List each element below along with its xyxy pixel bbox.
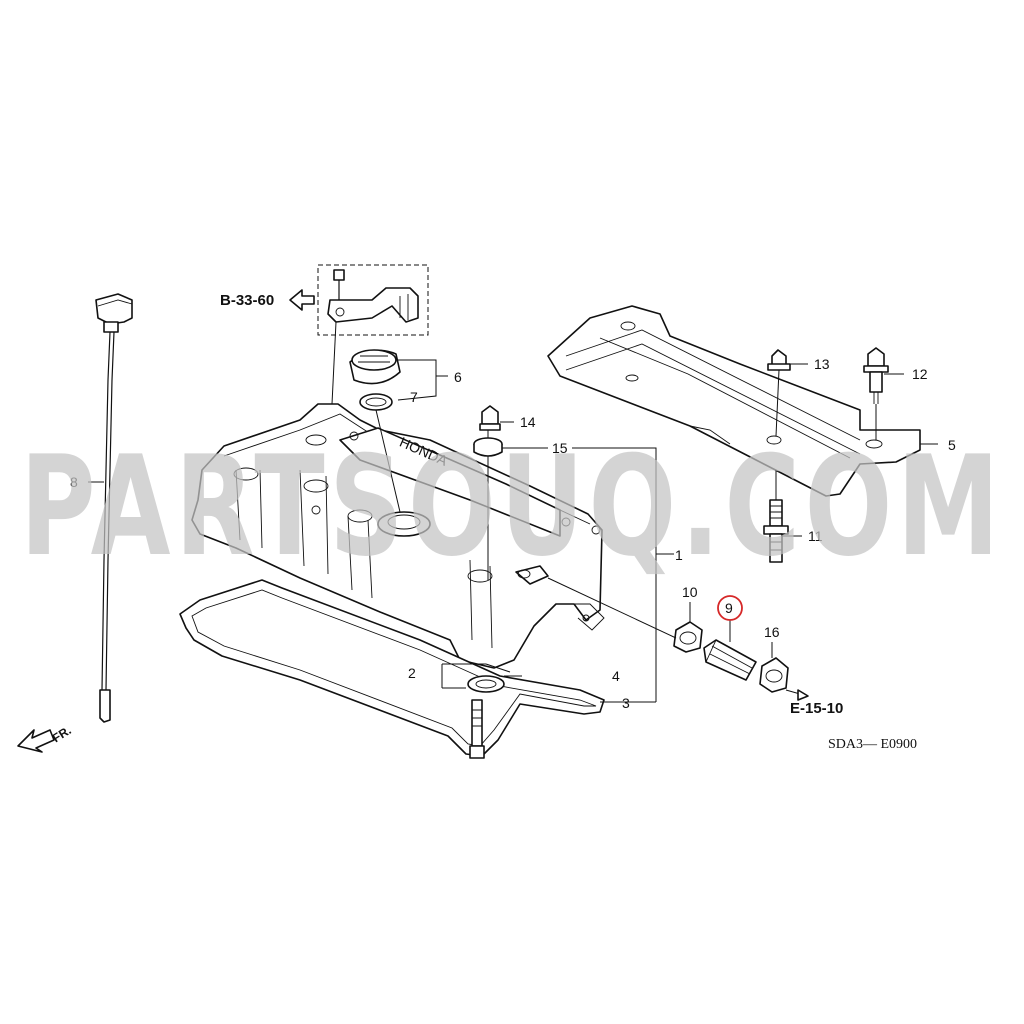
hose-clamp-16[interactable] (759, 657, 789, 693)
diagram-code: SDA3— E0900 (828, 737, 917, 752)
ref-link-lower[interactable]: E-15-10 (790, 700, 843, 717)
ref-arrow-lower (785, 689, 809, 701)
watermark: PARTSOUQ.COM (20, 426, 1004, 587)
callout-2[interactable]: 2 (408, 665, 416, 681)
cylinder-head-cover[interactable] (191, 403, 605, 669)
head-cover-gasket[interactable] (179, 579, 605, 757)
highlight-ring (717, 595, 743, 621)
washer-seal[interactable] (467, 675, 505, 693)
nut-13[interactable] (767, 349, 791, 371)
callout-4[interactable]: 4 (612, 668, 620, 684)
callout-9[interactable]: 9 (725, 600, 733, 616)
bracket-detail[interactable] (317, 264, 429, 336)
callout-10[interactable]: 10 (682, 584, 698, 600)
callout-16[interactable]: 16 (764, 624, 780, 640)
callout-6[interactable]: 6 (454, 369, 462, 385)
callout-12[interactable]: 12 (912, 366, 928, 382)
callout-5[interactable]: 5 (948, 437, 956, 453)
filler-cap-o-ring[interactable] (359, 393, 393, 411)
stud-bolt-11[interactable] (763, 499, 789, 563)
leader-lines (88, 321, 938, 703)
front-label: FR. (50, 723, 74, 745)
stud-bolt[interactable] (469, 699, 485, 759)
ref-arrow-upper (289, 289, 315, 311)
callout-1[interactable]: 1 (675, 547, 683, 563)
front-arrow-icon (17, 729, 55, 753)
oil-filler-cap[interactable] (349, 349, 401, 385)
ref-link-upper[interactable]: B-33-60 (220, 292, 274, 309)
callout-3[interactable]: 3 (622, 695, 630, 711)
washer-bolt-12[interactable] (863, 347, 889, 404)
callout-13[interactable]: 13 (814, 356, 830, 372)
hose-clamp-10[interactable] (673, 621, 703, 653)
engine-cover[interactable] (547, 305, 921, 497)
callout-14[interactable]: 14 (520, 414, 536, 430)
callout-11[interactable]: 11 (808, 528, 823, 544)
cap-nut[interactable] (479, 405, 501, 431)
callout-8[interactable]: 8 (70, 474, 78, 490)
callout-7[interactable]: 7 (410, 389, 418, 405)
breather-hose[interactable] (703, 639, 757, 681)
dipstick[interactable] (95, 293, 133, 723)
callout-15[interactable]: 15 (552, 440, 568, 456)
